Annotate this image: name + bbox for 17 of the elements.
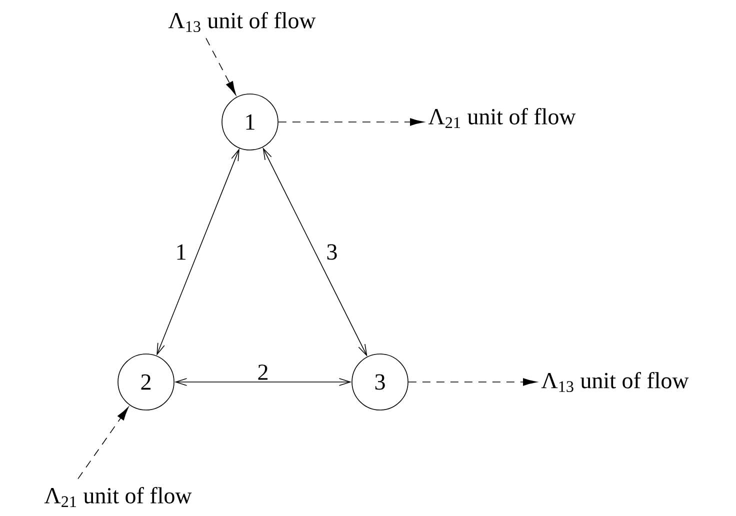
arrow [156, 148, 240, 356]
dashed-arrow [408, 378, 537, 386]
arrow [262, 147, 368, 357]
circle-node: 2 [118, 354, 174, 410]
dashed-arrow [78, 406, 129, 480]
flow-label: Λ$_{21}$ unit of flow [428, 108, 576, 128]
arrow [174, 378, 352, 386]
edge-label: 3 [325, 243, 339, 261]
flow-label: Λ$_{13}$ unit of flow [541, 372, 689, 392]
flow-label: Λ$_{13}$ unit of flow [168, 12, 316, 32]
circle-node: 3 [352, 354, 408, 410]
edge-label: 1 [174, 243, 188, 261]
dashed-arrow [206, 38, 236, 96]
circle-node: 1 [222, 94, 278, 150]
edge-label: 2 [256, 364, 270, 381]
dashed-arrow [278, 118, 424, 126]
flow-label: Λ$_{21}$ unit of flow [44, 487, 192, 507]
